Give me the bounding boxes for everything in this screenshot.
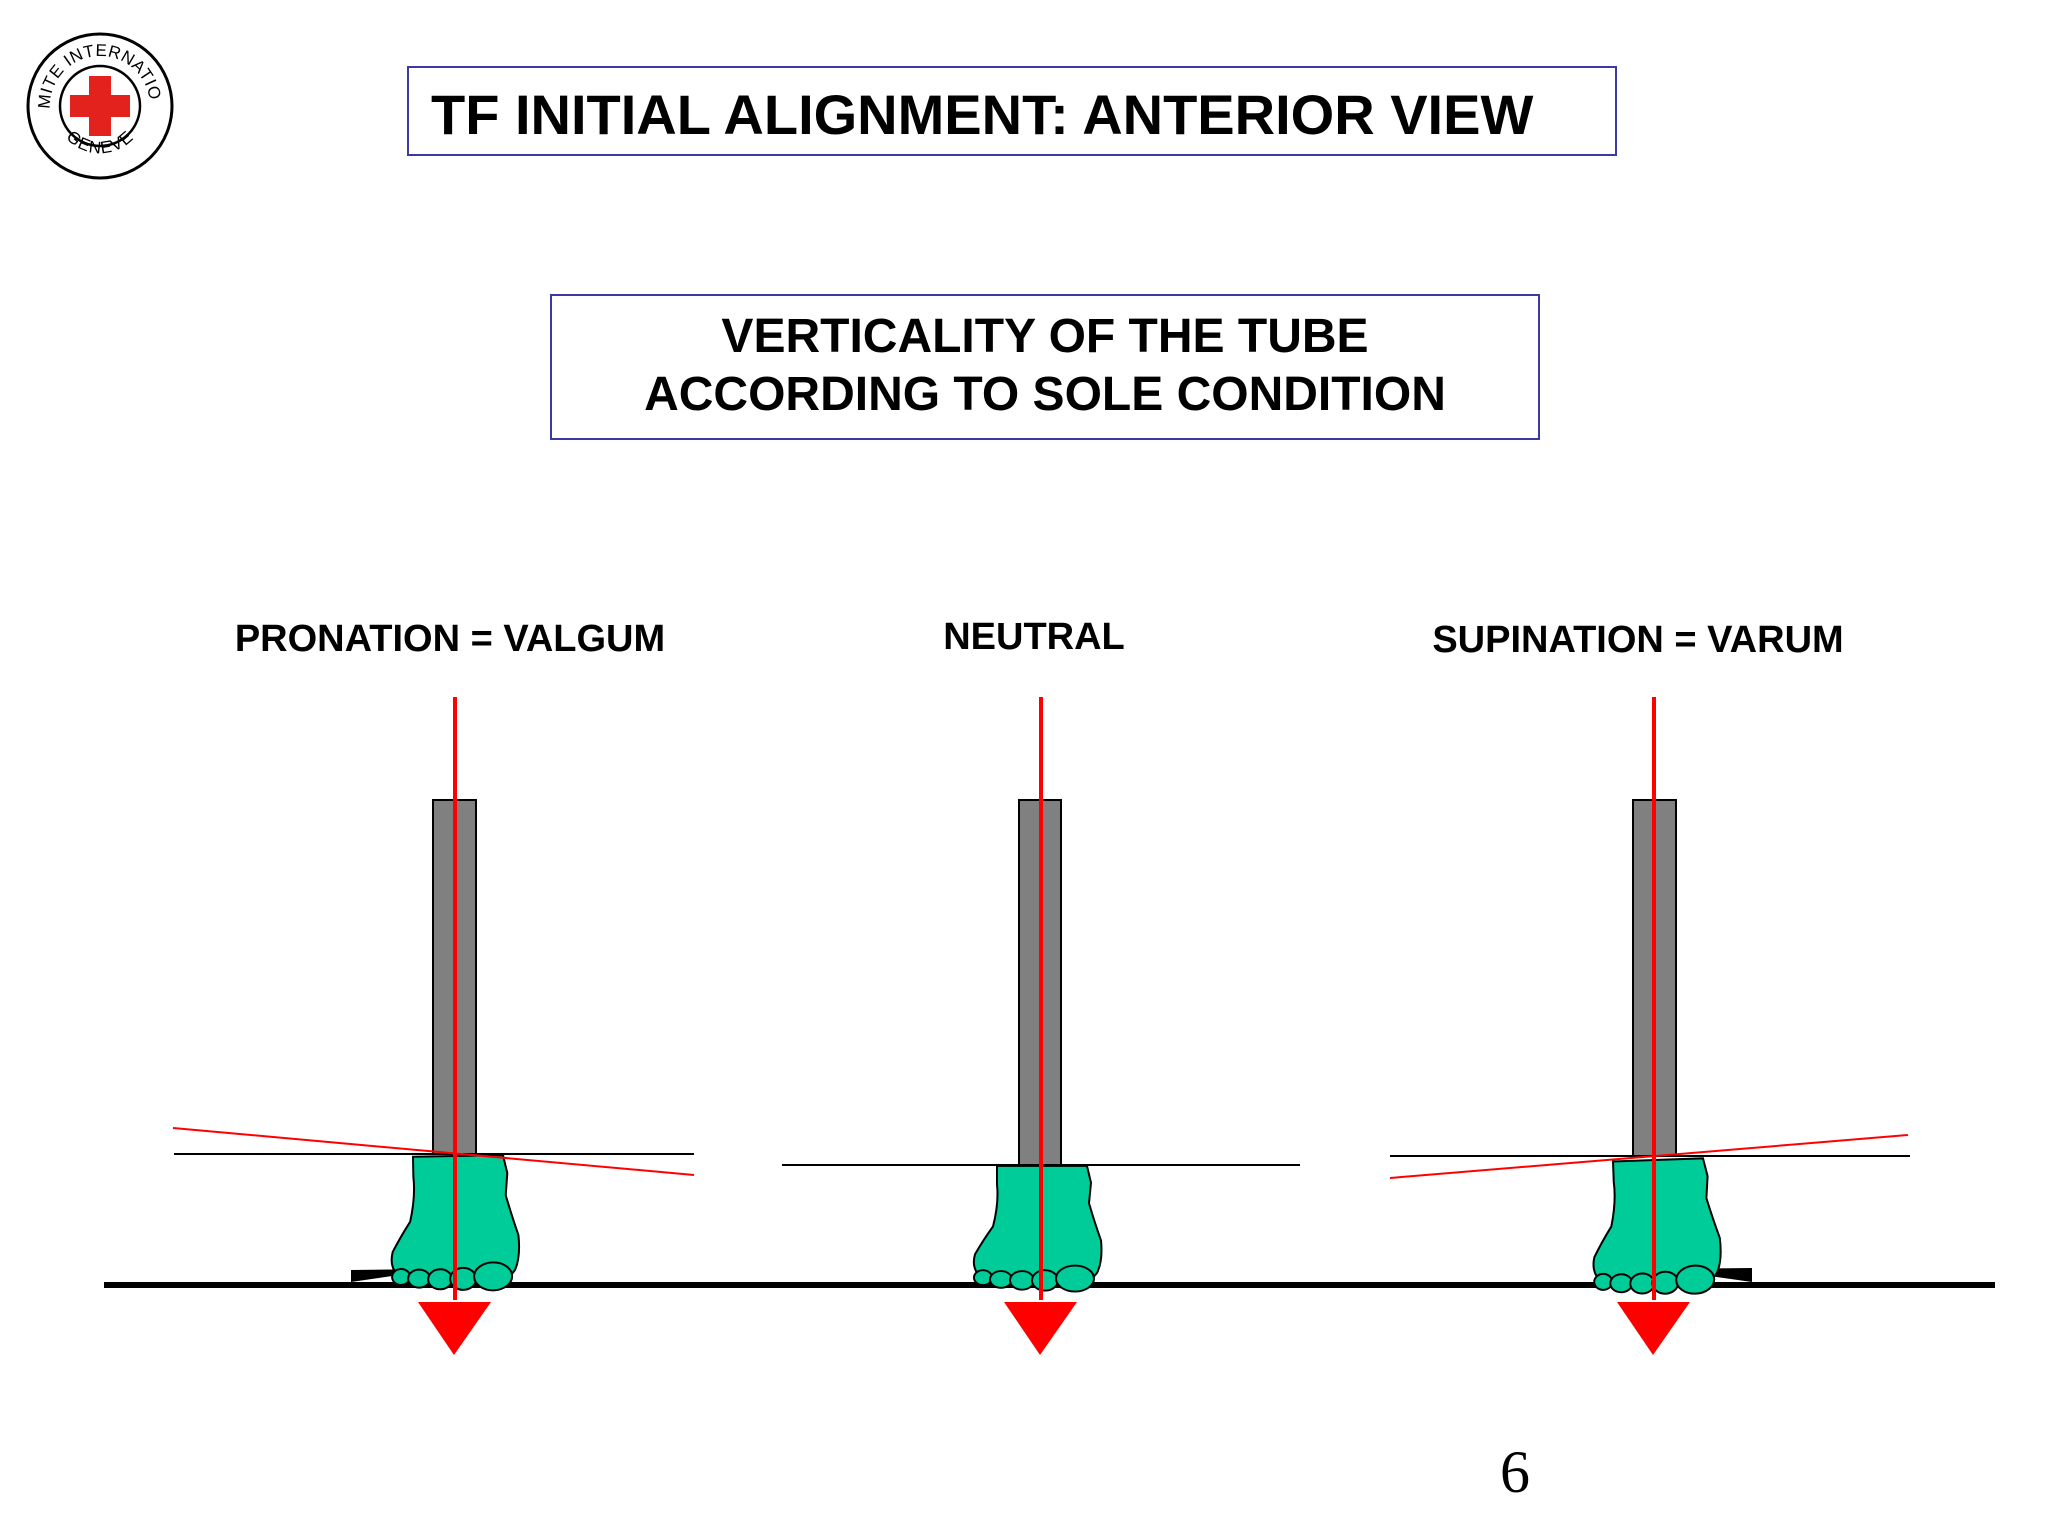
foot-right bbox=[1588, 1156, 1724, 1299]
label-supination: SUPINATION = VARUM bbox=[1432, 619, 1844, 661]
subtitle-box: VERTICALITY OF THE TUBE ACCORDING TO SOL… bbox=[550, 294, 1540, 440]
tilt-line-left bbox=[172, 1127, 695, 1176]
load-arrow-mid bbox=[1004, 1302, 1077, 1355]
page-title: TF INITIAL ALIGNMENT: ANTERIOR VIEW bbox=[431, 83, 1534, 146]
subtitle-line-1: VERTICALITY OF THE TUBE bbox=[721, 310, 1369, 363]
neutral-figure bbox=[782, 697, 1300, 1355]
load-arrow-right bbox=[1617, 1302, 1690, 1355]
red-cross-icon bbox=[70, 76, 130, 136]
tilt-line-right bbox=[1389, 1134, 1909, 1179]
pronation-figure bbox=[172, 697, 695, 1355]
subtitle-line-2: ACCORDING TO SOLE CONDITION bbox=[644, 368, 1446, 421]
label-neutral: NEUTRAL bbox=[943, 616, 1125, 658]
foot-mid bbox=[972, 1165, 1103, 1293]
supination-figure bbox=[1389, 697, 1910, 1355]
title-box: TF INITIAL ALIGNMENT: ANTERIOR VIEW bbox=[407, 66, 1617, 156]
icrc-logo: COMITE INTERNATIONAL GENEVE bbox=[24, 30, 174, 180]
page-number: 6 bbox=[1500, 1439, 1530, 1505]
label-pronation: PRONATION = VALGUM bbox=[234, 618, 666, 660]
load-arrow-left bbox=[418, 1302, 491, 1355]
